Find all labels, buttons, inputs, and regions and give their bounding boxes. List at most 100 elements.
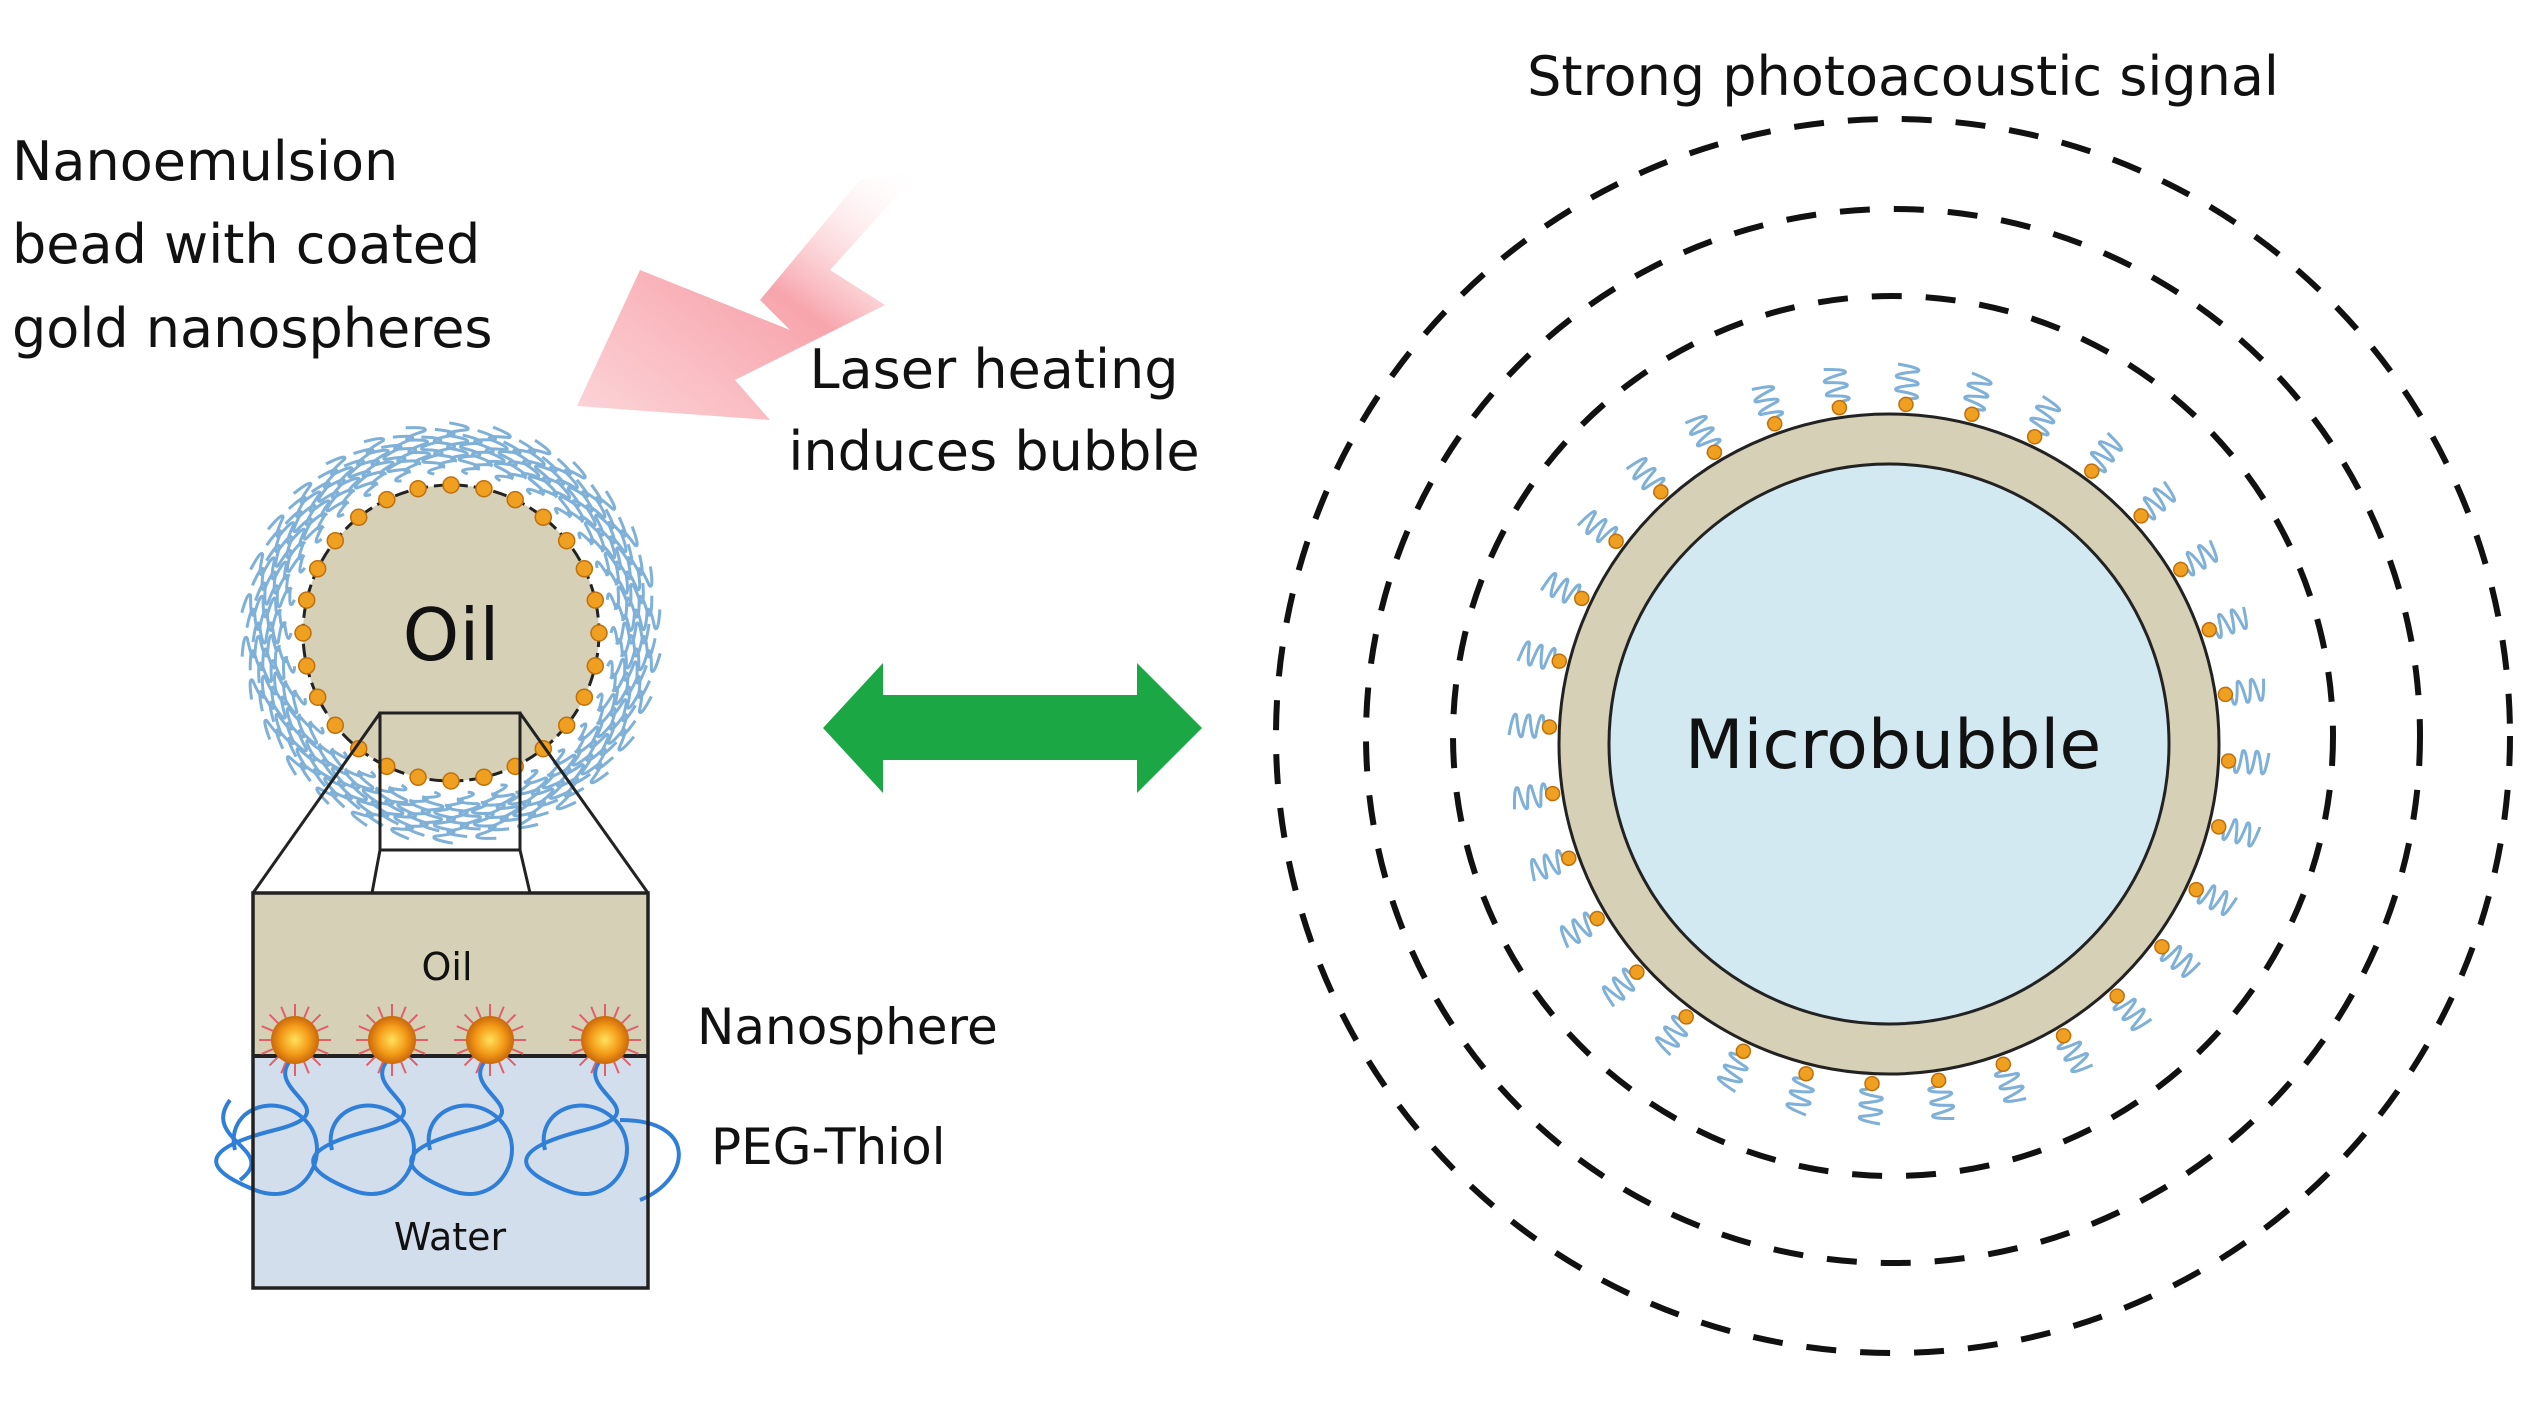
reversible-arrow (823, 663, 1202, 793)
gold-nanosphere-icon (2173, 561, 2189, 578)
peg-chain-icon (1507, 712, 1551, 739)
gold-nanosphere-icon (575, 688, 594, 706)
signal-ring-inner (1450, 293, 2336, 1179)
ligand-spike (475, 1006, 482, 1019)
nanoemulsion-bead: Oil (240, 421, 662, 852)
peg-chain-icon (409, 1054, 514, 1196)
gold-nanosphere-icon (2133, 508, 2149, 524)
ligand-spike (621, 1056, 632, 1067)
gold-nanosphere-icon (1653, 484, 1669, 500)
gold-nanosphere-icon (1551, 653, 1568, 669)
ligand-spike (571, 1025, 584, 1032)
gold-nanosphere-icon (442, 476, 460, 494)
peg-chain-icon (1601, 967, 1641, 1008)
peg-chain-icon (2177, 539, 2219, 577)
gold-nanosphere-icon (259, 1004, 331, 1076)
gold-nanosphere-icon (2109, 988, 2125, 1004)
ligand-spike (475, 1061, 482, 1074)
gold-nanosphere-icon (506, 490, 524, 509)
gold-sphere (271, 1016, 319, 1064)
peg-chain-icon (405, 426, 432, 466)
peg-chain-icon (2056, 1032, 2094, 1074)
gold-nanosphere-icon (1589, 910, 1605, 927)
peg-chain-icon (2195, 883, 2238, 917)
laser-arrow (577, 170, 920, 420)
laser-caption-line-1: Laser heating (809, 338, 1178, 401)
inset-oil-label: Oil (421, 945, 472, 989)
ligand-spike (463, 1056, 474, 1067)
peg-chain-icon (311, 1054, 416, 1196)
ligand-spike (571, 1048, 584, 1055)
peg-chain-icon (1559, 911, 1601, 949)
peg-chain-icon (470, 800, 497, 840)
bead-peg-corona (240, 421, 662, 845)
ligand-spike (413, 1025, 426, 1032)
gold-nanosphere-icon (409, 479, 427, 498)
gold-nanosphere-icon (2217, 686, 2234, 703)
gold-nanosphere-icon (1898, 396, 1914, 413)
peg-chain-icon (392, 434, 421, 474)
bead-caption: Nanoemulsion bead with coated gold nanos… (12, 130, 493, 360)
ligand-spike (311, 1013, 322, 1024)
gold-nanosphere-icon (1608, 533, 1624, 549)
ligand-spike (613, 1061, 620, 1074)
peg-chain-icon (350, 786, 382, 827)
peg-chain-icon (595, 719, 636, 752)
peg-chain-icon (214, 1054, 319, 1196)
peg-chain-icon (240, 634, 281, 659)
bubble-core (1607, 462, 2171, 1026)
ligand-spike (456, 1048, 469, 1055)
ligand-spike (261, 1048, 274, 1055)
bubble-peg-chains (1507, 362, 2271, 1126)
gold-sphere (466, 1016, 514, 1064)
gold-nanosphere-icon (1544, 785, 1561, 802)
laser-caption-line-2: induces bubble (788, 420, 1199, 483)
gold-nanosphere-icon (1798, 1065, 1814, 1082)
peg-chain-icon (481, 792, 510, 832)
gold-nanosphere-icon (575, 560, 594, 578)
laser-caption: Laser heating induces bubble (788, 338, 1199, 483)
ligand-spike (311, 1056, 322, 1067)
peg-chain-icon (614, 566, 654, 595)
peg-chain-icon (1655, 1014, 1692, 1057)
peg-chain-icon (541, 772, 577, 811)
peg-chain-icon (611, 685, 653, 715)
peg-chain-icon (315, 766, 350, 806)
interface-inset: Oil Water (214, 891, 681, 1290)
peg-chain-icon (1530, 848, 1571, 882)
peg-chain-icon (2227, 749, 2271, 776)
peg-chain-icon (1625, 456, 1666, 496)
ligand-spike (413, 1048, 426, 1055)
peg-chain-icon (325, 455, 361, 494)
ligand-spike (280, 1061, 287, 1074)
peg-chain-icon (2207, 606, 2248, 640)
gold-nanosphere-icon (2055, 1028, 2072, 1044)
inset-peg-chains (214, 1054, 681, 1202)
peg-chain-icon (1963, 371, 1993, 416)
gold-nanosphere-icon (2201, 621, 2217, 638)
peg-chain-icon (446, 421, 470, 463)
ligand-spike (408, 1013, 419, 1024)
ligand-spike (456, 1025, 469, 1032)
signal-ring-outer (1273, 116, 2513, 1356)
peg-chain-icon (1751, 385, 1785, 426)
peg-chain-icon (1785, 1072, 1815, 1117)
ligand-spike (365, 1013, 376, 1024)
gold-nanosphere-icon (586, 657, 605, 675)
inset-oil-region (253, 893, 648, 1056)
peg-chain-icon (266, 514, 307, 547)
peg-chain-icon (1894, 362, 1921, 406)
ligand-spike (626, 1048, 639, 1055)
gold-nanosphere-icon (2210, 819, 2227, 835)
bead-nanospheres (294, 476, 608, 790)
peg-chain-icon (1576, 510, 1619, 547)
peg-chain-icon (1684, 414, 1722, 456)
peg-chain-icon (1540, 571, 1583, 605)
inset-water-label: Water (394, 1215, 507, 1259)
gold-nanosphere-icon (294, 624, 312, 642)
peg-chain-icon (571, 748, 610, 785)
zoom-connectors (251, 712, 650, 894)
ligand-spike (621, 1013, 632, 1024)
gold-sphere (368, 1016, 416, 1064)
